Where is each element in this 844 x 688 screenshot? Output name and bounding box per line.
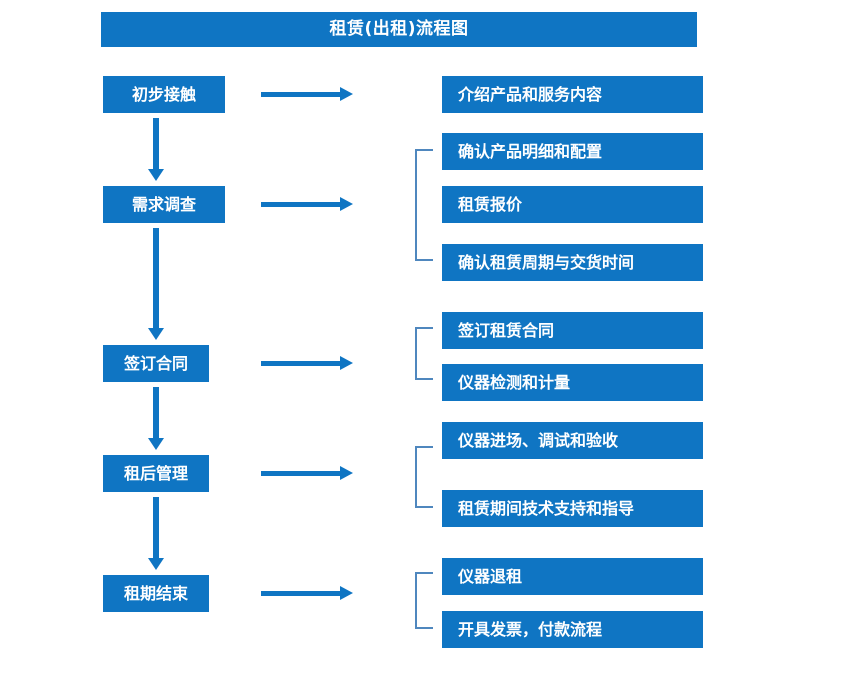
arrow-down-stage2-stage3 [148,228,164,340]
stage-box-2-label: 需求调查 [131,194,196,214]
bracket-group-2 [415,149,433,261]
detail-box-10-label: 开具发票，付款流程 [458,619,603,639]
detail-box-10[interactable]: 开具发票，付款流程 [442,611,703,648]
detail-box-2[interactable]: 确认产品明细和配置 [442,133,703,170]
stage-box-1-label: 初步接触 [131,84,196,104]
detail-box-8[interactable]: 租赁期间技术支持和指导 [442,490,703,527]
page-title: 租赁(出租)流程图 [329,19,469,39]
detail-box-7[interactable]: 仪器进场、调试和验收 [442,422,703,459]
arrow-down-stage4-stage5 [148,497,164,570]
detail-box-1-label: 介绍产品和服务内容 [458,84,603,104]
detail-box-5-label: 签订租赁合同 [458,320,555,340]
arrow-right-stage2 [261,197,353,211]
stage-box-3-label: 签订合同 [123,353,188,373]
stage-box-4-label: 租后管理 [123,463,188,483]
bracket-group-3 [415,327,433,380]
detail-box-1[interactable]: 介绍产品和服务内容 [442,76,703,113]
detail-box-9-label: 仪器退租 [458,566,523,586]
arrow-right-stage1 [261,87,353,101]
bracket-group-4 [415,446,433,508]
arrow-right-stage5 [261,586,353,600]
detail-box-7-label: 仪器进场、调试和验收 [458,430,619,450]
detail-box-6-label: 仪器检测和计量 [458,372,571,392]
detail-box-8-label: 租赁期间技术支持和指导 [458,498,635,518]
detail-box-9[interactable]: 仪器退租 [442,558,703,595]
detail-box-3[interactable]: 租赁报价 [442,186,703,223]
stage-box-5[interactable]: 租期结束 [103,575,209,612]
diagram-title-bar: 租赁(出租)流程图 [101,12,697,47]
arrow-down-stage3-stage4 [148,387,164,450]
detail-box-4[interactable]: 确认租赁周期与交货时间 [442,244,703,281]
stage-box-4[interactable]: 租后管理 [103,455,209,492]
arrow-down-stage1-stage2 [148,118,164,181]
stage-box-3[interactable]: 签订合同 [103,345,209,382]
stage-box-2[interactable]: 需求调查 [103,186,225,223]
arrow-right-stage3 [261,356,353,370]
bracket-group-5 [415,572,433,629]
stage-box-1[interactable]: 初步接触 [103,76,225,113]
detail-box-5[interactable]: 签订租赁合同 [442,312,703,349]
detail-box-4-label: 确认租赁周期与交货时间 [458,252,635,272]
stage-box-5-label: 租期结束 [123,583,188,603]
detail-box-3-label: 租赁报价 [458,194,523,214]
arrow-right-stage4 [261,466,353,480]
detail-box-2-label: 确认产品明细和配置 [458,141,603,161]
detail-box-6[interactable]: 仪器检测和计量 [442,364,703,401]
